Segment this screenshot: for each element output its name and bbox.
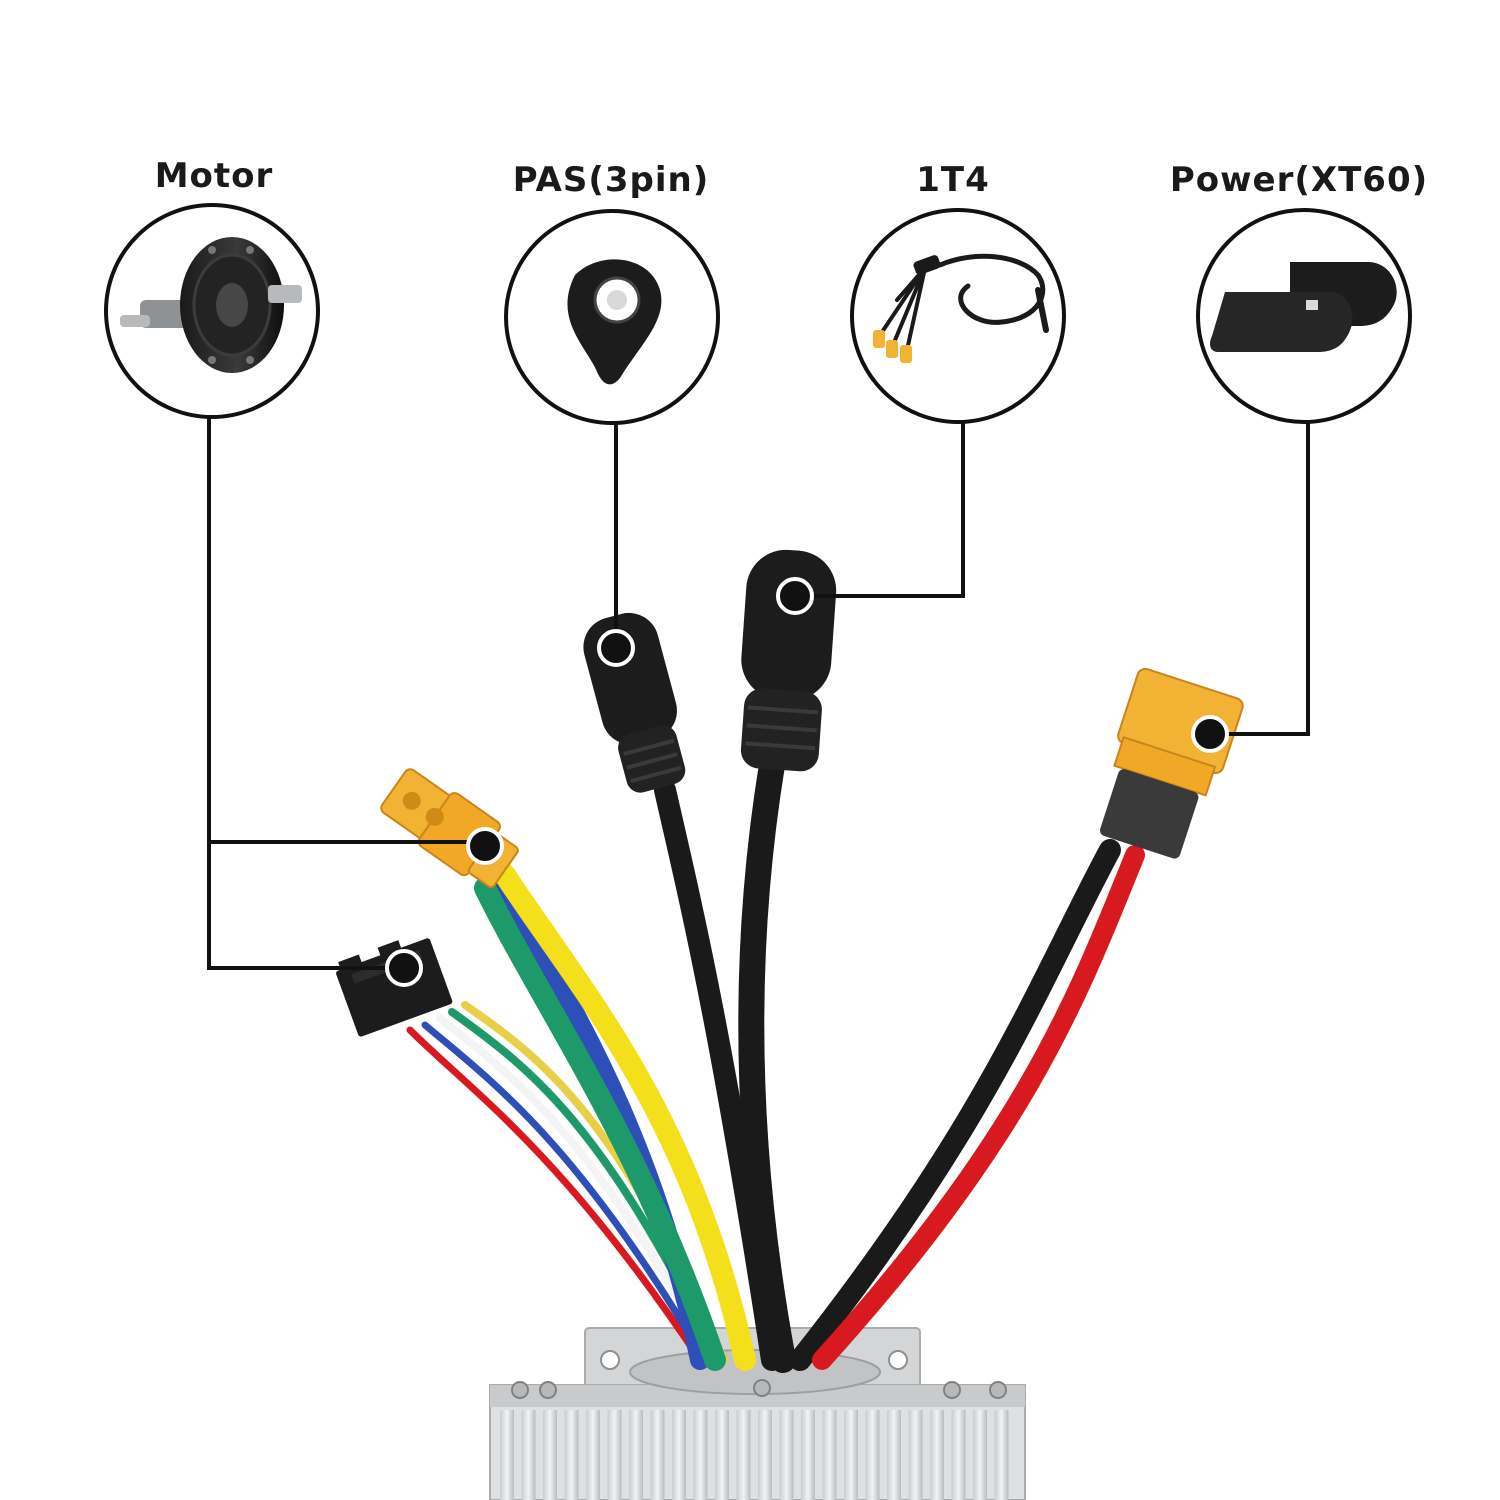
heat-sink-fin <box>801 1410 815 1500</box>
hub-motor-icon <box>120 237 302 373</box>
heat-sink-fin <box>887 1410 901 1500</box>
motor-label: Motor <box>154 156 274 196</box>
callout-dots <box>385 577 1229 987</box>
hall-sensor-dot <box>385 949 423 987</box>
wire-yellow-phase <box>494 864 756 1371</box>
wire-bundle <box>406 752 1145 1373</box>
wire-blue-thin <box>421 1021 709 1364</box>
heat-sink-fin <box>693 1410 708 1500</box>
wire-power-black <box>789 839 1121 1371</box>
heat-sink-fin <box>758 1410 772 1500</box>
power-circle <box>1196 208 1412 424</box>
heat-sink-fin <box>822 1410 837 1500</box>
wire-red-thin <box>406 1026 704 1364</box>
heat-sink-fin <box>629 1410 643 1500</box>
one-t4-circle <box>850 208 1066 424</box>
heat-sink-fin <box>586 1410 600 1500</box>
wire-power-red <box>812 845 1145 1370</box>
hall-sensor-connector <box>336 938 453 1037</box>
heat-sink-fin <box>844 1410 858 1500</box>
heat-sink-fin <box>951 1410 966 1500</box>
motor-callout-line <box>207 418 400 970</box>
motor-phase-connector <box>380 768 519 889</box>
pas-dot <box>597 629 635 667</box>
heat-sink-fin <box>715 1410 729 1500</box>
pas-label: PAS(3pin) <box>512 160 710 200</box>
heat-sink-fin <box>650 1410 665 1500</box>
controller-housing <box>489 1327 1026 1500</box>
heat-sink-fin <box>994 1410 1009 1500</box>
motor-phase-dot <box>466 827 504 865</box>
wire-1t4-cable <box>738 752 796 1373</box>
heat-sink-fin <box>564 1410 579 1500</box>
one-t4-callout-line <box>795 423 965 598</box>
pas-connector <box>583 612 686 793</box>
motor-circle <box>104 203 320 419</box>
heat-sink-fin <box>672 1410 686 1500</box>
pas-circle <box>504 209 720 425</box>
power-callout-line <box>1210 423 1310 736</box>
heat-sink-fin <box>521 1410 536 1500</box>
heat-sink-fin <box>779 1410 794 1500</box>
heat-sink-fin <box>543 1410 557 1500</box>
one-t4-dot <box>776 577 814 615</box>
heat-sink-fin <box>736 1410 751 1500</box>
wire-green-phase <box>474 877 726 1371</box>
power-dot <box>1191 715 1229 753</box>
heat-sink-fin <box>930 1410 944 1500</box>
heat-sink-fin <box>908 1410 923 1500</box>
callout-lines <box>207 418 1310 970</box>
heat-sink-fin <box>607 1410 622 1500</box>
power-label: Power(XT60) <box>1169 160 1429 200</box>
heat-sink-fin <box>865 1410 880 1500</box>
one-t4-connector <box>740 549 837 772</box>
heat-sink-fin <box>500 1410 514 1500</box>
heat-sink-fin <box>973 1410 987 1500</box>
one-t4-cable-icon <box>873 253 1049 363</box>
pas-sensor-icon <box>567 259 662 385</box>
one-t4-label: 1T4 <box>916 160 990 200</box>
wire-white-thin <box>436 1014 716 1364</box>
xt60-connector <box>1100 667 1244 859</box>
battery-icon <box>1210 262 1397 352</box>
